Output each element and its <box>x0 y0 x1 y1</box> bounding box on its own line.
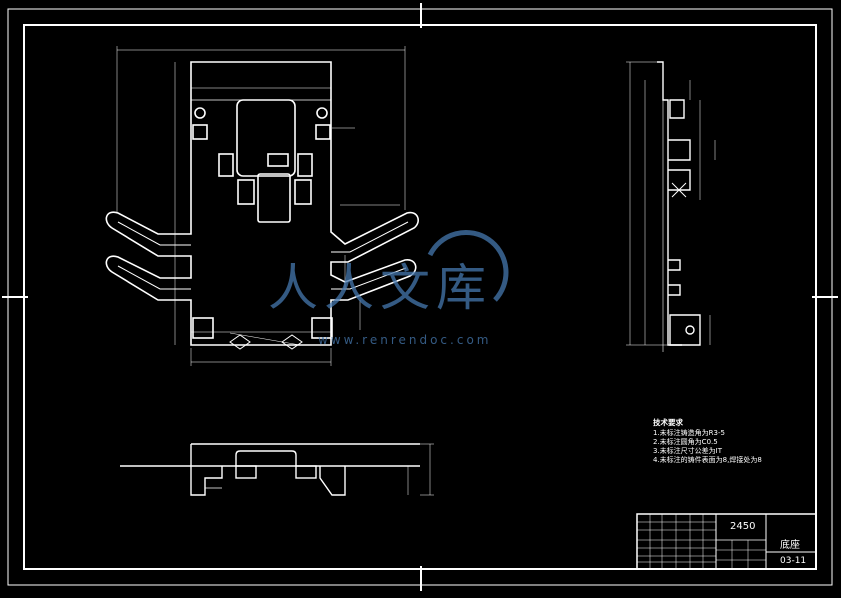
tech-requirements-title: 技术要求 <box>653 418 683 427</box>
tech-requirement-item: 1.未标注铸造角为R3-5 <box>653 429 725 437</box>
side-view <box>657 61 701 352</box>
front-view-dimensions <box>116 46 406 366</box>
watermark-logo <box>427 229 509 302</box>
front-view <box>105 61 419 350</box>
bottom-view <box>120 443 420 496</box>
watermark-url: www.renrendoc.com <box>318 333 492 347</box>
title-block-drawing-number: 03-11 <box>780 556 807 566</box>
title-block <box>636 513 817 570</box>
watermark-text: 人人文库 <box>268 259 492 317</box>
tech-requirement-item: 2.未标注圆角为C0.5 <box>653 438 718 446</box>
title-block-part-name: 底座 <box>780 540 800 551</box>
title-block-scale: 2450 <box>730 521 756 532</box>
centering-marks <box>2 3 838 591</box>
side-view-dimensions <box>626 61 716 346</box>
tech-requirement-item: 3.未标注尺寸公差为IT <box>653 447 723 455</box>
tech-requirement-item: 4.未标注的铸件表面为8,焊接处为8 <box>653 456 762 464</box>
bottom-view-dimensions <box>407 443 434 496</box>
